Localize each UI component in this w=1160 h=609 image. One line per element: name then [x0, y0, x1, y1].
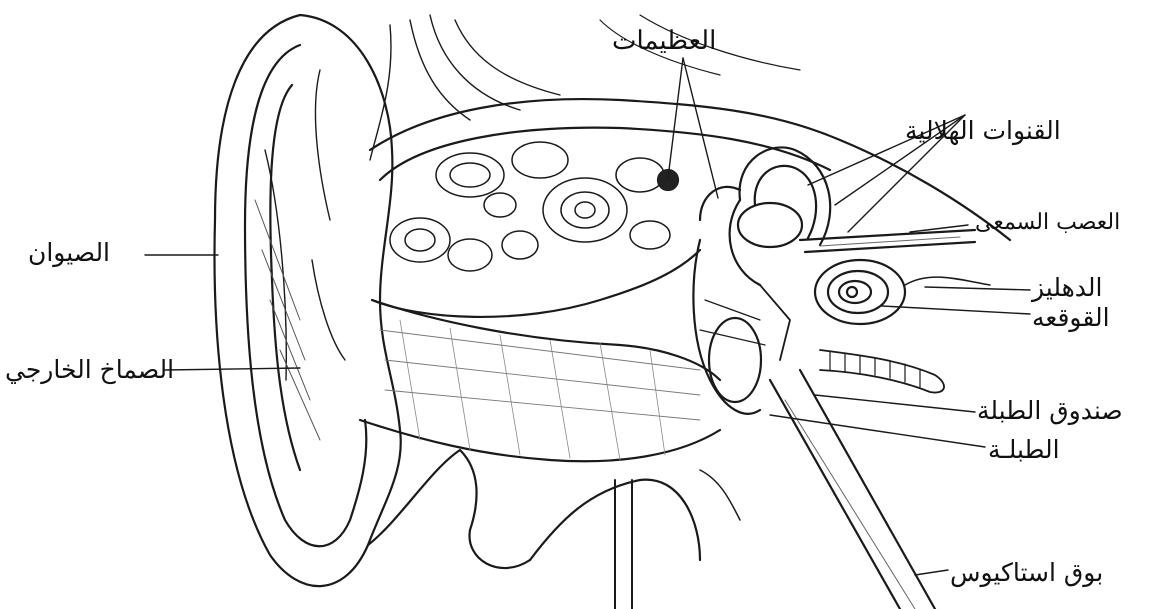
label-auricle: الصيوان [28, 240, 110, 265]
label-ossicles: العظيمات [612, 28, 716, 54]
cochlea-drawing [815, 260, 990, 324]
middle-ear-drawing [693, 200, 790, 414]
label-cochlea: القوقعه [1032, 305, 1110, 330]
label-eustachian-tube: بوق استاكيوس [950, 560, 1103, 585]
mastoid-cells-drawing [390, 142, 670, 271]
label-vestibule: الدهليز [1032, 275, 1102, 300]
external-canal-drawing [360, 300, 720, 461]
leader-lines [145, 58, 1030, 575]
label-auditory-nerve: العصب السمعى [975, 212, 1120, 234]
eustachian-tube-drawing [770, 370, 935, 609]
label-eardrum: الطبلـة [988, 437, 1060, 462]
label-external-canal: الصماخ الخارجي [5, 357, 174, 382]
blood-vessel-drawing [820, 350, 944, 393]
label-semicircular-canals: القنوات الهلالية [905, 118, 1061, 143]
label-tympanic-cavity: صندوق الطبلة [977, 398, 1123, 423]
lower-region-drawing [368, 450, 740, 609]
